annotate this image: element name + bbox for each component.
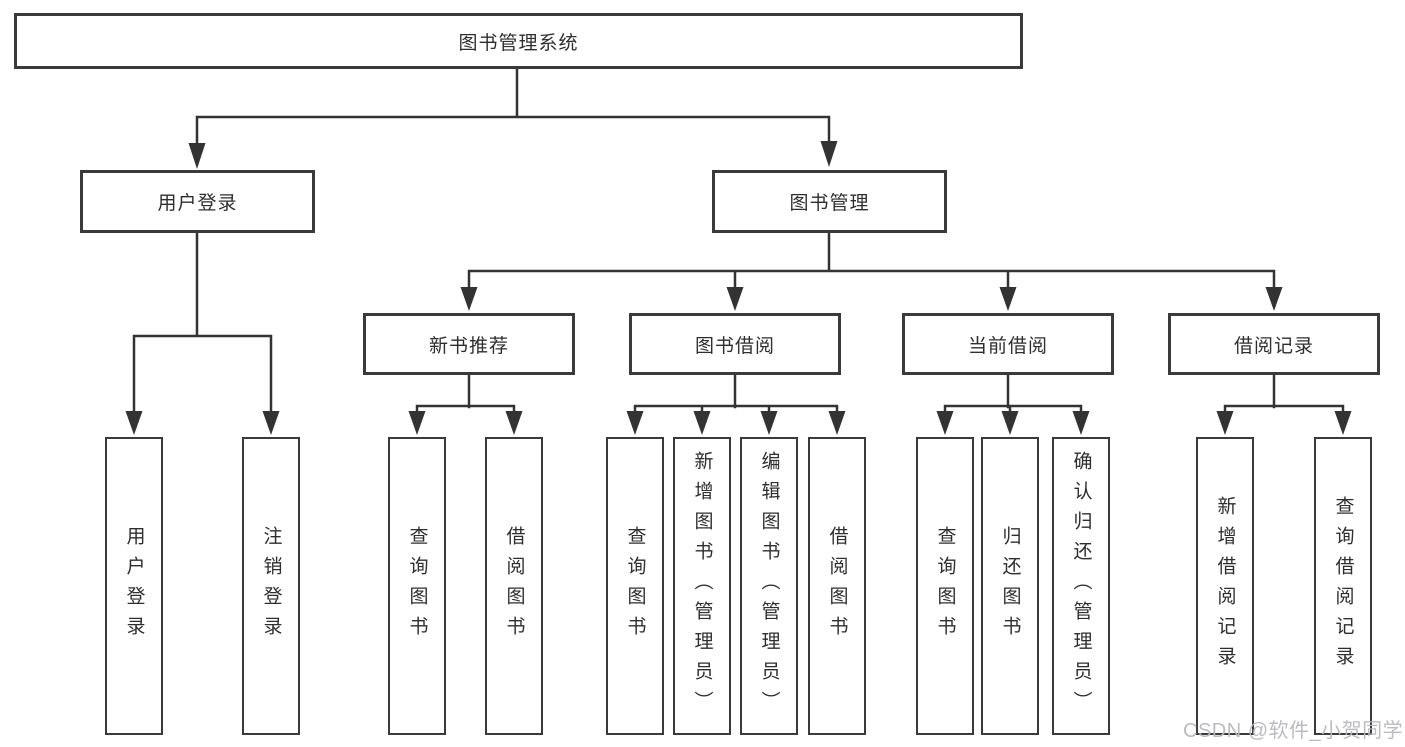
connector-records-to-leaves	[1223, 373, 1345, 414]
leaf-logout: 注销登录	[242, 437, 300, 735]
node-label: 图书管理系统	[458, 32, 579, 54]
arrow-down-icon	[505, 411, 523, 435]
node-label: 图书借阅	[694, 335, 775, 357]
node-label: 查询借阅记录	[1332, 496, 1354, 676]
node-new-book-recommend: 新书推荐	[363, 313, 575, 375]
arrow-down-icon	[626, 411, 644, 435]
node-label: 用户登录	[157, 193, 238, 214]
node-label: 借阅记录	[1233, 335, 1314, 357]
connector-bookmgmt-to-level3	[467, 231, 1276, 290]
node-label: 编辑图书（管理员）	[758, 451, 780, 721]
arrow-down-icon	[999, 287, 1017, 311]
arrow-down-icon	[693, 411, 711, 435]
leaf-query-borrow-record: 查询借阅记录	[1314, 437, 1372, 735]
arrow-down-icon	[760, 411, 778, 435]
csdn-watermark: CSDN @软件_小贺同学	[1183, 720, 1404, 742]
arrow-down-icon	[726, 287, 744, 311]
node-label: 新增借阅记录	[1214, 496, 1236, 676]
node-label: 新增图书（管理员）	[691, 451, 713, 721]
arrow-down-icon	[1001, 411, 1019, 435]
arrow-down-icon	[820, 141, 838, 167]
connector-currentborrow-to-leaves	[943, 373, 1083, 414]
arrow-down-icon	[262, 411, 280, 435]
leaf-return-book: 归还图书	[981, 437, 1039, 735]
arrow-down-icon	[828, 411, 846, 435]
leaf-add-borrow-record: 新增借阅记录	[1196, 437, 1254, 735]
connector-newbook-to-leaves	[415, 373, 516, 414]
leaf-query-books-recommend: 查询图书	[388, 437, 446, 735]
leaf-confirm-return-admin: 确认归还（管理员）	[1052, 437, 1110, 735]
node-label: 归还图书	[999, 526, 1021, 646]
node-book-borrow: 图书借阅	[629, 313, 841, 375]
connector-bookborrow-to-leaves	[633, 373, 839, 414]
leaf-add-book-admin: 新增图书（管理员）	[673, 437, 731, 735]
node-label: 查询图书	[934, 526, 956, 646]
node-label: 用户登录	[123, 526, 145, 646]
node-borrow-records: 借阅记录	[1168, 313, 1380, 375]
node-user-login: 用户登录	[80, 170, 315, 233]
node-label: 图书管理	[789, 193, 870, 214]
leaf-user-login: 用户登录	[105, 437, 163, 735]
node-label: 查询图书	[624, 526, 646, 646]
leaf-borrow-books: 借阅图书	[808, 437, 866, 735]
node-label: 查询图书	[406, 526, 428, 646]
leaf-edit-book-admin: 编辑图书（管理员）	[740, 437, 798, 735]
arrow-down-icon	[408, 411, 426, 435]
leaf-borrow-books-recommend: 借阅图书	[485, 437, 543, 735]
arrow-down-icon	[125, 411, 143, 435]
node-label: 注销登录	[260, 526, 282, 646]
node-label: 新书推荐	[428, 335, 509, 357]
node-current-borrow: 当前借阅	[902, 313, 1114, 375]
connector-userlogin-to-leaves	[132, 231, 273, 414]
arrow-down-icon	[936, 411, 954, 435]
connector-root-to-level2	[195, 67, 831, 146]
arrow-down-icon	[1334, 411, 1352, 435]
node-label: 借阅图书	[826, 526, 848, 646]
arrowheads	[125, 141, 1352, 435]
arrow-down-icon	[460, 287, 478, 311]
arrow-down-icon	[1072, 411, 1090, 435]
leaf-query-books-borrow: 查询图书	[606, 437, 664, 735]
node-label: 确认归还（管理员）	[1070, 451, 1092, 721]
arrow-down-icon	[1265, 287, 1283, 311]
node-label: 借阅图书	[503, 526, 525, 646]
node-label: 当前借阅	[967, 335, 1048, 357]
arrow-down-icon	[1216, 411, 1234, 435]
arrow-down-icon	[188, 143, 206, 169]
node-root: 图书管理系统	[14, 13, 1023, 69]
leaf-query-books-current: 查询图书	[916, 437, 974, 735]
node-book-management: 图书管理	[712, 170, 947, 233]
